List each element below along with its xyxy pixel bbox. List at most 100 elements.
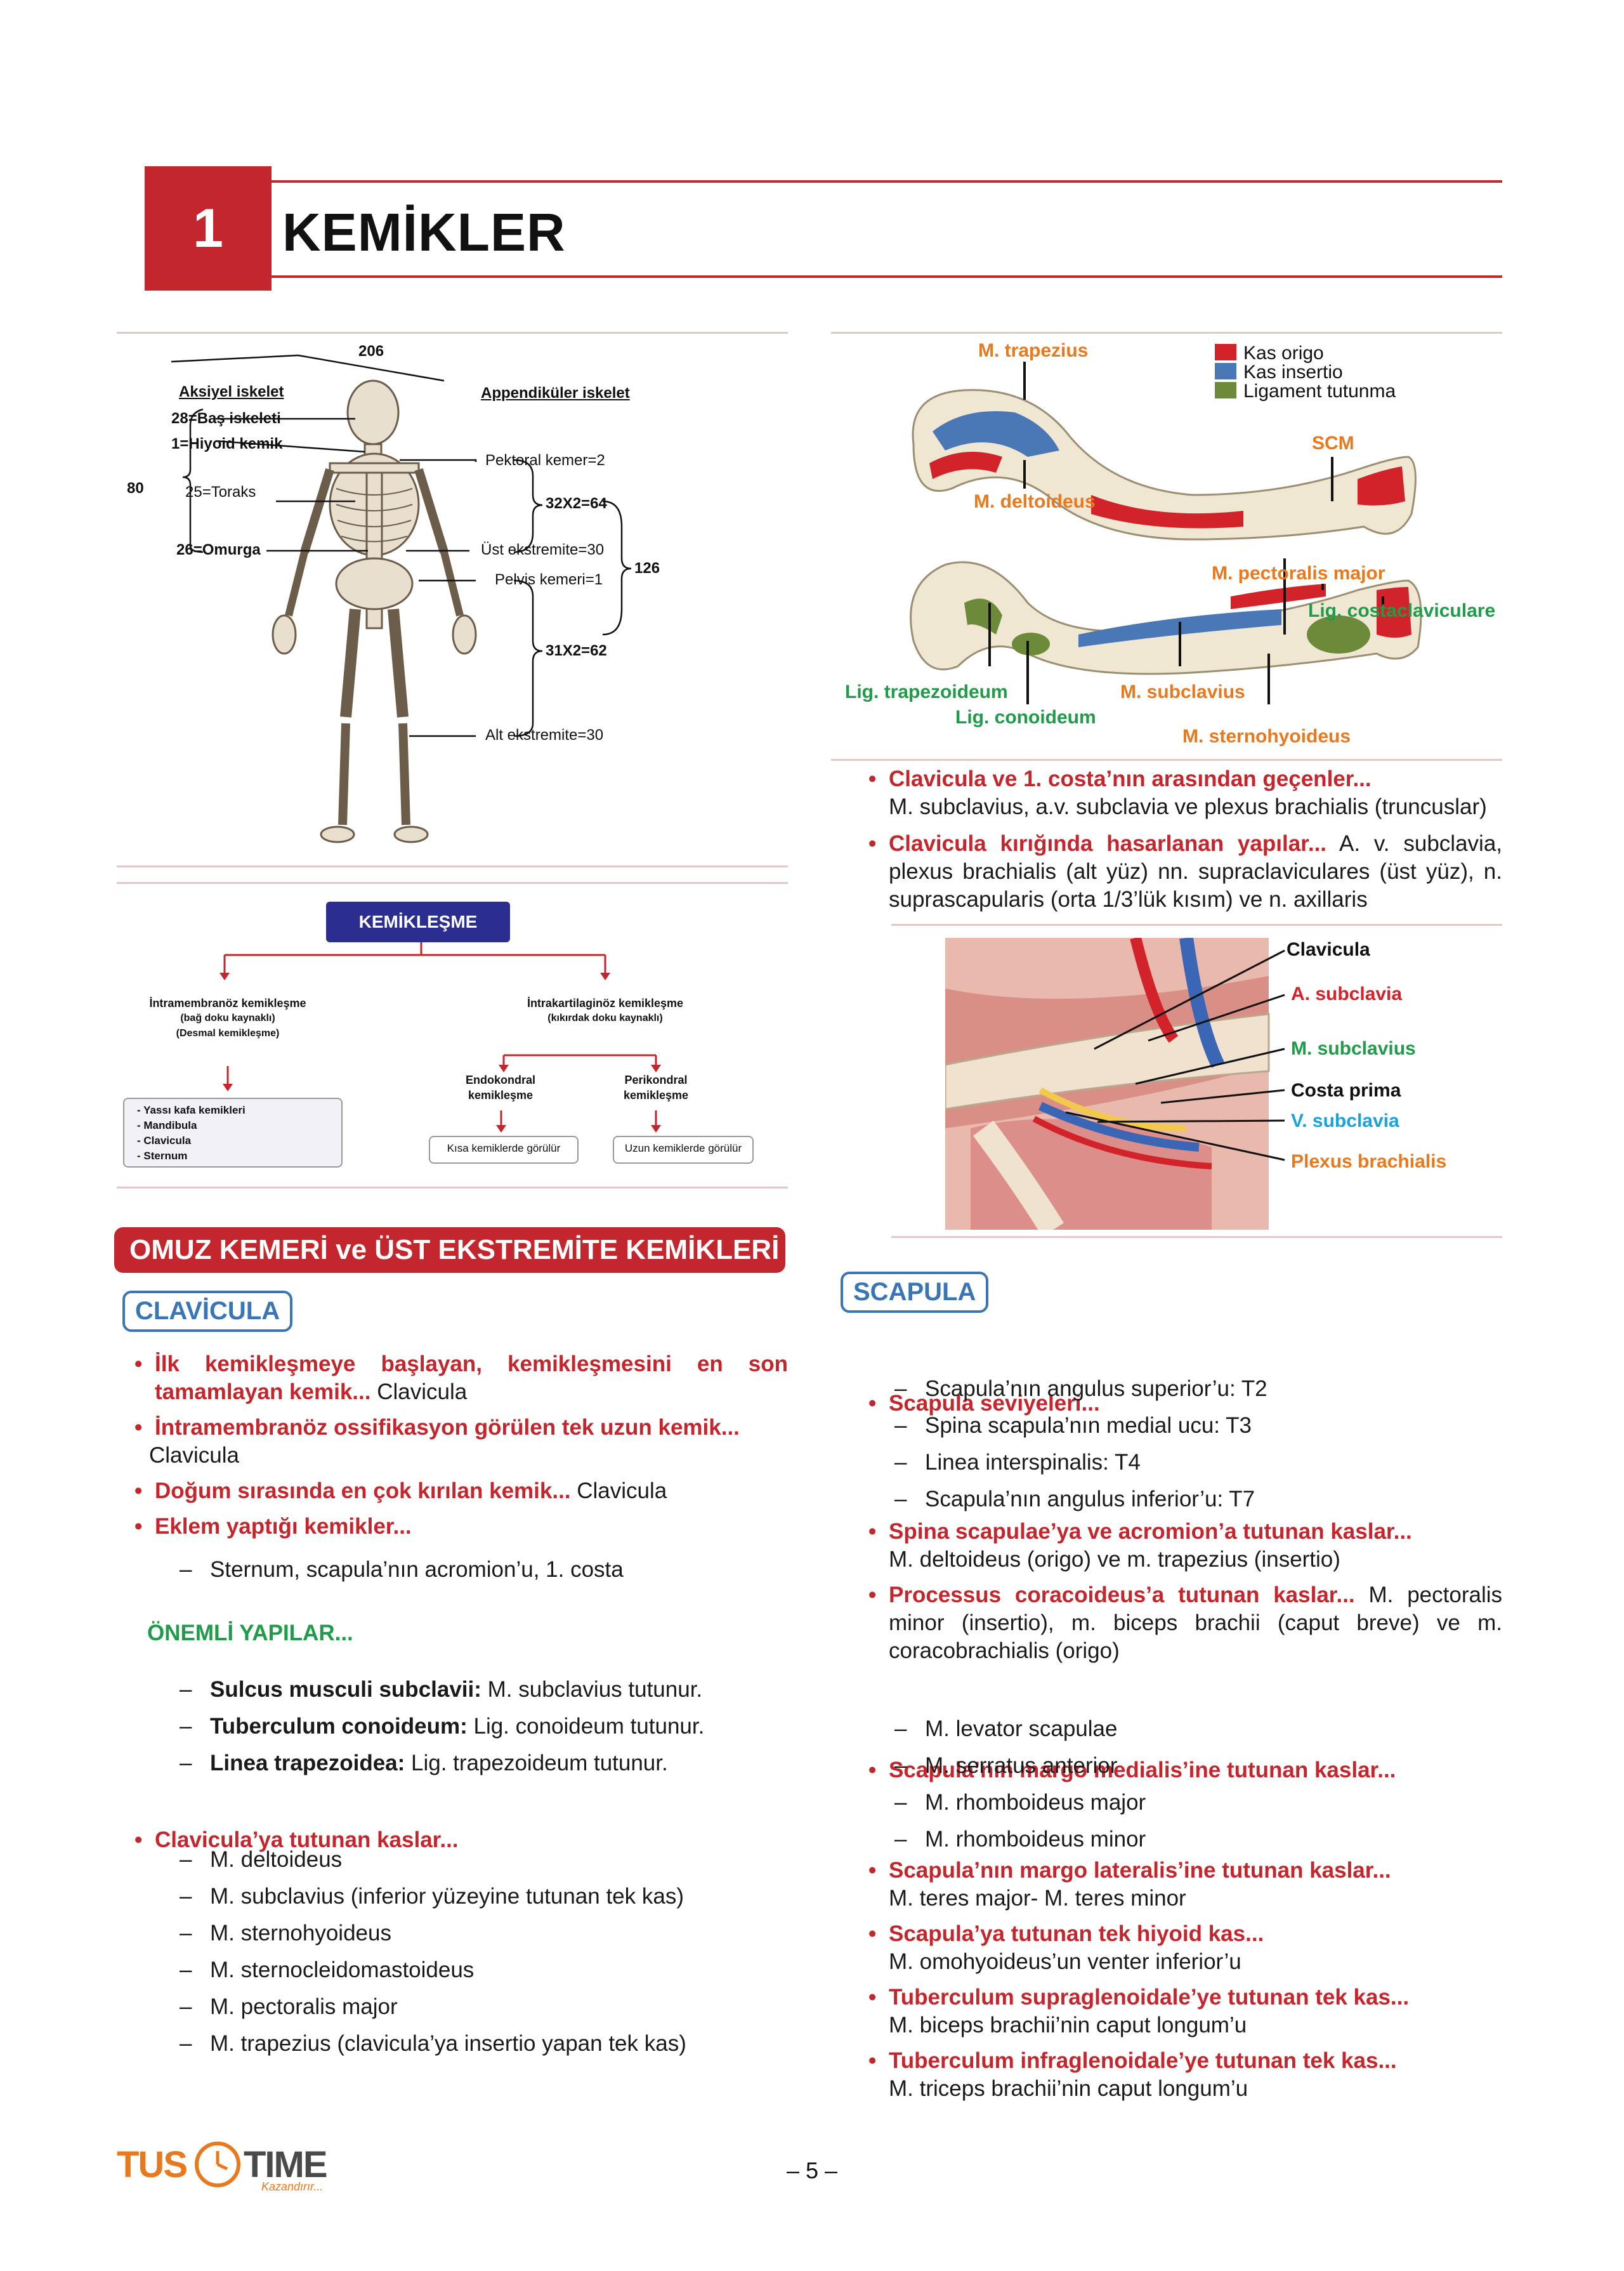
label-plexus: Plexus brachialis [1291,1151,1447,1172]
clavicle-illustration [910,344,1422,704]
header-rule-top [272,180,1502,183]
list-item: Doğum sırasında en çok kırılan kemik... … [132,1477,788,1505]
logo-slogan: Kazandırır... [261,2180,324,2193]
list-item: Eklem yaptığı kemikler... [132,1513,788,1541]
ossification-root: KEMİKLEŞME [326,902,510,942]
divider [117,866,788,867]
intramembranous-title: İntramembranöz kemikleşme (bağ doku kayn… [149,997,306,1039]
important-list: Sulcus musculi subclavii: M. subclavius … [180,1671,750,1782]
muscles-list: M. deltoideus M. subclavius (inferior yü… [180,1841,782,2062]
ossification-connectors [219,942,661,1133]
divider [831,759,1502,761]
chapter-number: 1 [145,166,272,291]
scapula-list-1: Spina scapulae’ya ve acromion’a tutunan … [866,1518,1502,1665]
label-deltoideus: M. deltoideus [974,491,1096,512]
label-v-subclavia: V. subclavia [1291,1110,1399,1131]
level-item: Spina scapula’nın medial ucu: T3 [894,1407,1497,1444]
level-item: Linea interspinalis: T4 [894,1444,1497,1481]
upper-group: 32X2=64 [546,495,607,512]
logo-tus: TUS [117,2144,188,2185]
appendicular-item: Üst ekstremite=30 [481,541,605,558]
legend-ligament: Ligament tutunma [1243,381,1396,402]
chapter-title: KEMİKLER [282,202,566,262]
muscle-item: M. deltoideus [180,1841,782,1878]
list-item: Tuberculum infraglenoidale’ye tutunan te… [866,2047,1502,2103]
skeleton-figure: 206 Aksiyel iskelet Appendiküler iskelet… [121,343,787,850]
list-item: Processus coracoideus’a tutunan kaslar..… [866,1581,1502,1665]
joints-item: Sternum, scapula’nın acromion’u, 1. cost… [180,1556,1624,1584]
medial-item: M. rhomboideus major [894,1784,1497,1821]
appendicular-item: Alt ekstremite=30 [485,727,604,744]
legend-origin: Kas origo [1243,343,1324,364]
clavicle-figure: Kas origo Kas insertio Ligament tutunma … [837,336,1503,755]
axial-item: 25=Toraks [185,484,256,501]
medial-item: M. rhomboideus minor [894,1821,1497,1858]
divider [117,1187,788,1188]
perichondral-label: Perikondral kemikleşme [623,1074,689,1102]
label-a-subclavia: A. subclavia [1291,984,1403,1004]
scapula-list-2: Scapula’nın margo lateralis’ine tutunan … [866,1857,1502,2103]
list-item: Tuberculum supraglenoidale’ye tutunan te… [866,1984,1502,2039]
scapula-tag: SCAPULA [841,1272,989,1313]
anatomy-figure: Clavicula A. subclavia M. subclavius Cos… [945,938,1502,1230]
logo-time: TIME [244,2144,328,2185]
label-trapezius: M. trapezius [978,340,1089,361]
appendicular-item: Pelvis kemeri=1 [495,571,603,588]
muscle-item: M. sternocleidomastoideus [180,1952,782,1989]
label-costa-prima: Costa prima [1291,1080,1401,1101]
appendicular-item: Pektoral kemer=2 [485,452,605,469]
section-title: OMUZ KEMERİ ve ÜST EKSTREMİTE KEMİKLERİ [114,1227,785,1273]
important-item: Tuberculum conoideum: Lig. conoideum tut… [180,1708,750,1745]
label-clavicula: Clavicula [1287,939,1370,960]
divider [891,924,1502,926]
divider [891,1236,1502,1238]
list-item: Scapula’ya tutunan tek hiyoid kas...M. o… [866,1920,1502,1976]
medial-list: M. levator scapulae M. serratus anterior… [894,1711,1497,1858]
lower-group: 31X2=62 [546,642,607,659]
levels-list: Scapula’nın angulus superior’u: T2 Spina… [894,1371,1497,1518]
legend-insertion: Kas insertio [1243,362,1343,383]
important-item: Sulcus musculi subclavii: M. subclavius … [180,1671,750,1708]
perichondral-note: Uzun kemiklerde görülür [613,1136,754,1164]
label-sternohyoid: M. sternohyoideus [1182,726,1351,747]
header-rule-bottom [272,275,1502,278]
axial-item: 28=Baş iskeleti [171,410,281,427]
clavicula-list: İlk kemikleşmeye başlayan, kemikleşmesin… [132,1350,788,1541]
label-costaclavicular: Lig. costaclaviculare [1308,600,1496,621]
level-item: Scapula’nın angulus inferior’u: T7 [894,1481,1497,1518]
brand-logo: TUS TIME Kazandırır... [117,2138,345,2195]
muscle-item: M. trapezius (clavicula’ya insertio yapa… [180,2025,782,2062]
axial-item: 1=Hiyoid kemik [171,435,283,452]
muscle-item: M. pectoralis major [180,1989,782,2025]
important-title: ÖNEMLİ YAPILAR... [147,1621,353,1645]
label-m-subclavius: M. subclavius [1291,1038,1416,1059]
note-item: Clavicula ve 1. costa’nın arasından geçe… [866,765,1502,821]
medial-item: M. levator scapulae [894,1711,1497,1748]
note-item: Clavicula kırığında hasarlanan yapılar..… [866,830,1502,914]
endochondral-note: Kısa kemiklerde görülür [429,1136,579,1164]
label-trapezoid: Lig. trapezoideum [845,681,1008,702]
appendicular-title: Appendiküler iskelet [481,385,630,402]
intramembranous-examples: - Yassı kafa kemikleri - Mandibula - Cla… [123,1098,343,1168]
ossification-chart: KEMİKLEŞME İntramembranöz kemikleşme (ba… [117,892,788,1183]
endochondral-label: Endokondral kemikleşme [465,1074,535,1102]
clavicle-notes: Clavicula ve 1. costa’nın arasından geçe… [866,765,1502,914]
page-number: – 5 – [786,2157,838,2183]
important-item: Linea trapezoidea: Lig. trapezoideum tut… [180,1745,750,1782]
list-item: İlk kemikleşmeye başlayan, kemikleşmesin… [132,1350,788,1406]
clavicula-tag: CLAVİCULA [122,1291,293,1332]
axial-title: Aksiyel iskelet [179,383,284,400]
medial-item: M. serratus anterior [894,1748,1497,1784]
muscle-item: M. subclavius (inferior yüzeyine tutunan… [180,1878,782,1915]
divider [117,332,788,334]
list-item: İntramembranöz ossifikasyon görülen tek … [132,1414,788,1470]
skeleton-total: 206 [358,343,384,360]
intracartilaginous-title: İntrakartilaginöz kemikleşme (kıkırdak d… [527,997,684,1024]
clock-icon [195,2142,240,2187]
appendicular-total: 126 [634,560,660,577]
muscle-item: M. sternohyoideus [180,1915,782,1952]
divider [831,332,1502,334]
label-scm: SCM [1312,433,1354,454]
axial-item: 26=Omurga [176,541,261,558]
label-conoid: Lig. conoideum [955,707,1096,728]
